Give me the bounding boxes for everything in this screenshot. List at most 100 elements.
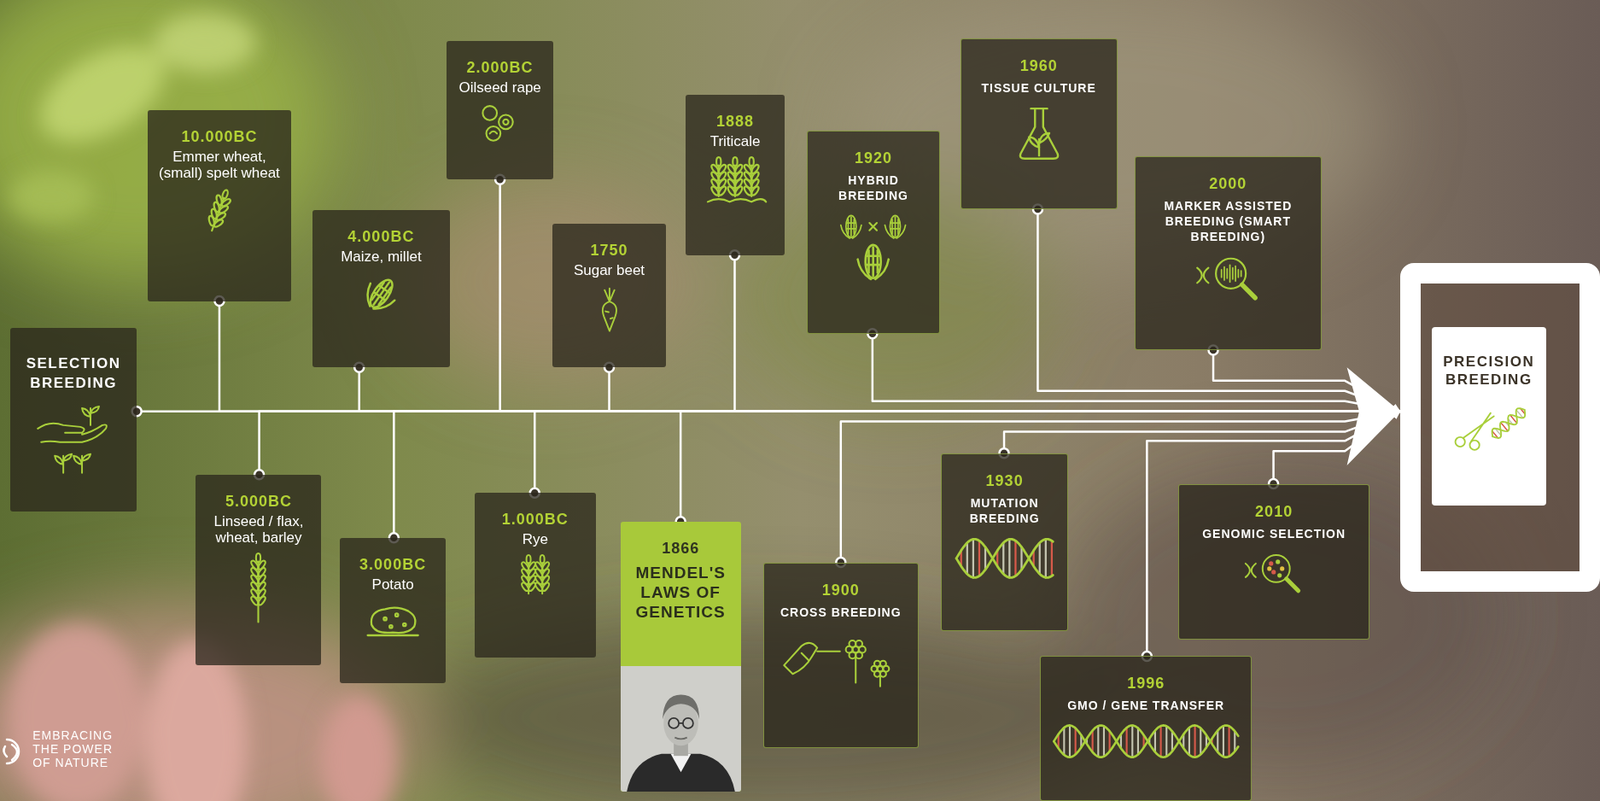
icon-shape: [840, 215, 906, 279]
icon-shape: [620, 665, 742, 792]
crop-icon: [483, 554, 588, 597]
icon-shape: [371, 282, 384, 300]
icon-shape: [37, 422, 107, 442]
icon-shape: [63, 453, 72, 461]
icon-shape: [850, 216, 853, 236]
icon-shape: [1053, 725, 1238, 758]
icon-shape: [1045, 538, 1047, 578]
crop-box: 10.000BC Emmer wheat, (small) spelt wheat: [147, 110, 291, 301]
icon-shape: [1229, 264, 1232, 282]
icon-shape: [855, 640, 863, 648]
year-label: 1750: [560, 240, 659, 260]
icon-shape: [73, 455, 82, 464]
icon-shape: [870, 222, 878, 231]
icon-shape: [978, 540, 981, 576]
year-label: 2000: [1144, 174, 1313, 193]
icon-shape: [894, 216, 897, 236]
icon-shape: [8, 170, 94, 222]
icon-shape: [1171, 731, 1174, 753]
icon-shape: [1062, 728, 1065, 756]
icon-shape: [683, 718, 694, 729]
icon-shape: [1068, 725, 1071, 758]
crop-name: Maize, millet: [321, 248, 442, 265]
crop-icon: [772, 626, 910, 689]
year-label: 1888: [694, 111, 777, 131]
icon-shape: [885, 215, 906, 239]
icon-shape: [367, 634, 419, 637]
icon-shape: [950, 532, 1059, 584]
icon-shape: [972, 538, 975, 578]
icon-shape: [868, 250, 871, 273]
icon-shape: [359, 283, 395, 316]
icon-shape: [486, 126, 502, 141]
crop-name: Emmer wheat, (small) spelt wheat: [156, 148, 282, 182]
icon-shape: [956, 538, 1053, 578]
crop-icon: [1436, 395, 1542, 452]
year-label: 1920: [816, 148, 930, 168]
icon-shape: [1269, 560, 1274, 566]
icon-shape: [801, 652, 809, 660]
year-label: 1866: [620, 538, 742, 558]
crop-box: 1750Sugar beet: [552, 223, 667, 368]
icon-shape: [560, 285, 659, 334]
icon-shape: [256, 553, 261, 562]
method-box: 1960TISSUE CULTURE: [960, 38, 1118, 210]
icon-shape: [662, 694, 700, 720]
icon-shape: [734, 185, 744, 197]
icon-shape: [865, 245, 882, 279]
icon-shape: [855, 651, 863, 659]
icon-shape: [1193, 725, 1196, 758]
icon-shape: [783, 642, 818, 673]
crop-icon: [321, 271, 442, 318]
icon-shape: [1049, 719, 1244, 763]
year-label: 1.000BC: [483, 509, 588, 529]
icon-shape: [1144, 251, 1313, 308]
icon-shape: [1489, 405, 1529, 441]
icon-shape: [678, 722, 684, 725]
icon-shape: [54, 455, 64, 464]
year-label: 2.000BC: [455, 58, 544, 77]
icon-shape: [969, 102, 1109, 164]
icon-shape: [525, 554, 531, 564]
crop-name: Sugar beet: [560, 262, 659, 279]
year-label: 10.000BC: [156, 127, 282, 146]
crop-name: Linseed / flax, wheat, barley: [204, 513, 313, 546]
icon-shape: [3, 739, 19, 764]
icon-shape: [670, 753, 691, 773]
timeline-connector: [359, 367, 1401, 411]
crop-box: 2.000BCOilseed rape: [446, 40, 553, 181]
icon-shape: [373, 292, 385, 301]
icon-shape: [858, 259, 889, 280]
icon-shape: [379, 286, 390, 294]
icon-shape: [1108, 731, 1110, 753]
icon-shape: [1240, 270, 1243, 277]
icon-shape: [371, 607, 415, 633]
crop-box: 5.000BCLinseed / flax, wheat, barley: [195, 474, 322, 666]
icon-shape: [866, 263, 880, 267]
icon-shape: [320, 695, 398, 801]
crop-box: 4.000BCMaize, millet: [312, 210, 450, 368]
crop-icon: [1144, 251, 1313, 308]
icon-shape: [876, 250, 880, 273]
icon-shape: [966, 542, 969, 574]
icon-shape: [847, 219, 850, 234]
icon-shape: [1489, 405, 1529, 441]
icon-shape: [1137, 728, 1139, 755]
icon-shape: [890, 215, 901, 238]
icon-shape: [1053, 725, 1238, 758]
icon-shape: [866, 254, 880, 257]
icon-shape: [1188, 728, 1191, 756]
icon-shape: [848, 640, 856, 648]
method-name: HYBRID BREEDING: [816, 172, 930, 204]
icon-shape: [880, 659, 887, 666]
icon-shape: [601, 288, 616, 332]
icon-shape: [853, 219, 856, 234]
icon-shape: [601, 301, 616, 331]
icon-shape: [1199, 728, 1202, 755]
icon-shape: [716, 157, 721, 167]
icon-shape: [1125, 728, 1128, 756]
method-box: 2010GENOMIC SELECTION: [1178, 484, 1369, 641]
crop-icon: [1049, 719, 1244, 763]
